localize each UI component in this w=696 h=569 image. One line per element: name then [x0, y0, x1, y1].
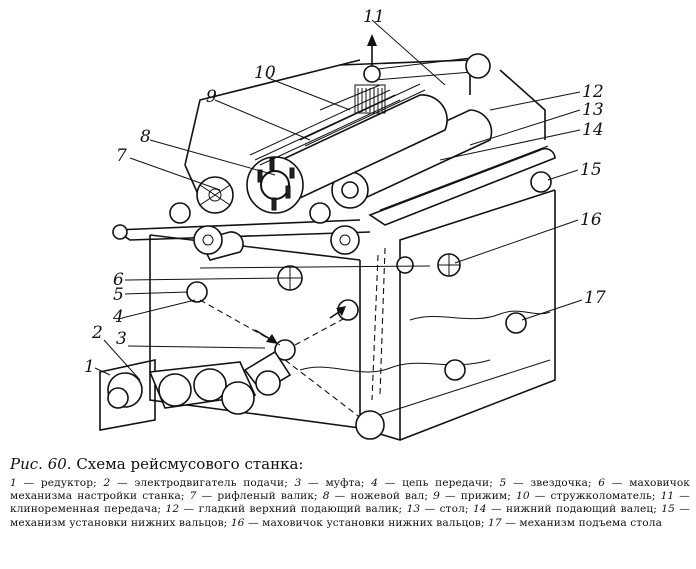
callout-10: 10 [254, 63, 276, 83]
lower-feed-rollers [112, 171, 552, 274]
legend-text: редуктор; [40, 477, 97, 489]
callout-17: 17 [584, 288, 606, 308]
legend-number: 6 [598, 477, 606, 489]
callout-1: 1 [84, 357, 95, 377]
legend-number: 4 [371, 477, 379, 489]
legend-text: муфта; [325, 477, 365, 489]
callout-16: 16 [580, 210, 602, 230]
callout-12: 12 [582, 82, 604, 102]
legend-number: 8 [322, 490, 330, 503]
legend-number: 1 [10, 477, 17, 489]
machine-diagram: 11 10 9 8 7 12 13 14 15 16 6 5 4 3 2 1 1… [84, 7, 606, 441]
table-lift-mechanism [355, 312, 527, 440]
figure-title: Схема рейсмусового станка: [76, 455, 304, 473]
leader-lines [94, 19, 583, 381]
legend-number: 16 [230, 516, 245, 529]
legend-text: стол; [439, 503, 469, 516]
callout-8: 8 [140, 127, 151, 147]
callout-7: 7 [116, 146, 127, 166]
legend-text: стружколоматель; [550, 490, 656, 503]
legend-item: 14 — нижний подающий валец; [472, 503, 657, 516]
legend-number: 14 [472, 503, 487, 516]
legend-number: 13 [406, 503, 421, 516]
figure-caption: Рис. 60. Схема рейсмусового станка: 1 — … [10, 455, 690, 530]
legend-number: 7 [189, 490, 197, 503]
legend-number: 12 [165, 503, 180, 516]
legend-text: клиноременная передача; [10, 503, 162, 516]
legend-text: ножевой вал; [350, 490, 429, 503]
legend-item: 5 — звездочка; [499, 477, 592, 489]
legend-number: 11 [660, 490, 675, 503]
legend-item: 10 — стружколоматель; [516, 490, 656, 503]
legend-item: 13 — стол; [406, 503, 469, 516]
legend-item: 12 — гладкий верхний подающий валик; [165, 503, 403, 516]
callout-6: 6 [113, 270, 124, 290]
legend-text: механизм установки нижних вальцов; [10, 516, 228, 529]
legend-item: 7 — рифленый валик; [189, 490, 318, 503]
figure-label: Рис. 60. [10, 455, 72, 473]
legend-number: 17 [488, 516, 502, 529]
pressure-bars [249, 83, 426, 166]
legend: 1 — редуктор; 2 — электродвигатель подач… [10, 477, 690, 530]
legend-text: электродвигатель подачи; [134, 477, 288, 489]
legend-item: 11 — клиноременная передача; [10, 490, 690, 516]
callout-9: 9 [206, 87, 217, 107]
legend-text: звездочка; [530, 477, 592, 489]
callout-11: 11 [363, 7, 385, 27]
legend-text: прижим; [460, 490, 511, 503]
legend-item: 16 — маховичок установки нижних вальцов; [230, 516, 485, 529]
legend-number: 9 [433, 490, 440, 503]
legend-number: 2 [103, 477, 111, 489]
legend-number: 15 [661, 503, 675, 516]
legend-text: маховичок установки нижних вальцов; [262, 516, 485, 529]
handwheels [199, 253, 461, 291]
legend-item: 8 — ножевой вал; [322, 490, 429, 503]
legend-text: нижний подающий валец; [506, 503, 657, 516]
legend-item: 15 — механизм установки нижних вальцов; [10, 503, 690, 529]
legend-text: маховичок механизма настройки станка; [10, 477, 691, 503]
top-rollers [196, 34, 556, 226]
legend-number: 10 [516, 490, 530, 503]
legend-item: 6 — маховичок механизма настройки станка… [10, 477, 691, 503]
motor-and-reducer [99, 350, 292, 431]
caption-title: Рис. 60. Схема рейсмусового станка: [10, 455, 690, 473]
legend-item: 4 — цепь передачи; [371, 477, 493, 489]
legend-item: 17 — механизм подъема стола [488, 516, 662, 529]
legend-text: рифленый валик; [217, 490, 318, 503]
chain-drive [186, 281, 371, 426]
legend-number: 3 [294, 477, 302, 489]
callout-3: 3 [116, 329, 127, 349]
callout-15: 15 [580, 160, 602, 180]
callout-5: 5 [113, 285, 124, 305]
callout-13: 13 [582, 100, 604, 120]
legend-text: механизм подъема стола [519, 516, 662, 529]
legend-item: 3 — муфта; [294, 477, 365, 489]
callout-labels: 11 10 9 8 7 12 13 14 15 16 6 5 4 3 2 1 1… [84, 7, 606, 377]
legend-text: гладкий верхний подающий валик; [198, 503, 403, 516]
legend-item: 9 — прижим; [433, 490, 511, 503]
legend-item: 1 — редуктор; [10, 477, 97, 489]
callout-14: 14 [582, 120, 604, 140]
legend-number: 5 [499, 477, 507, 489]
legend-item: 2 — электродвигатель подачи; [103, 477, 288, 489]
callout-4: 4 [112, 307, 124, 327]
legend-text: цепь передачи; [402, 477, 493, 489]
callout-2: 2 [91, 323, 103, 343]
